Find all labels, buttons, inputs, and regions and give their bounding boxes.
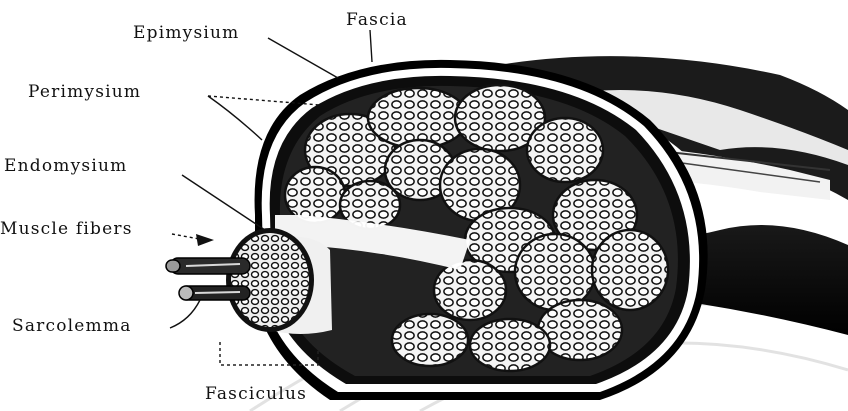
label-muscle-fibers: Muscle fibers [0,221,133,238]
label-perimysium: Perimysium [28,84,141,101]
label-fascia: Fascia [346,12,408,29]
label-pointer [196,234,214,246]
fasciculus [226,228,332,334]
label-fasciculus: Fasciculus [205,386,307,403]
label-endomysium: Endomysium [4,158,127,175]
label-sarcolemma: Sarcolemma [12,318,132,335]
label-epimysium: Epimysium [133,25,239,42]
